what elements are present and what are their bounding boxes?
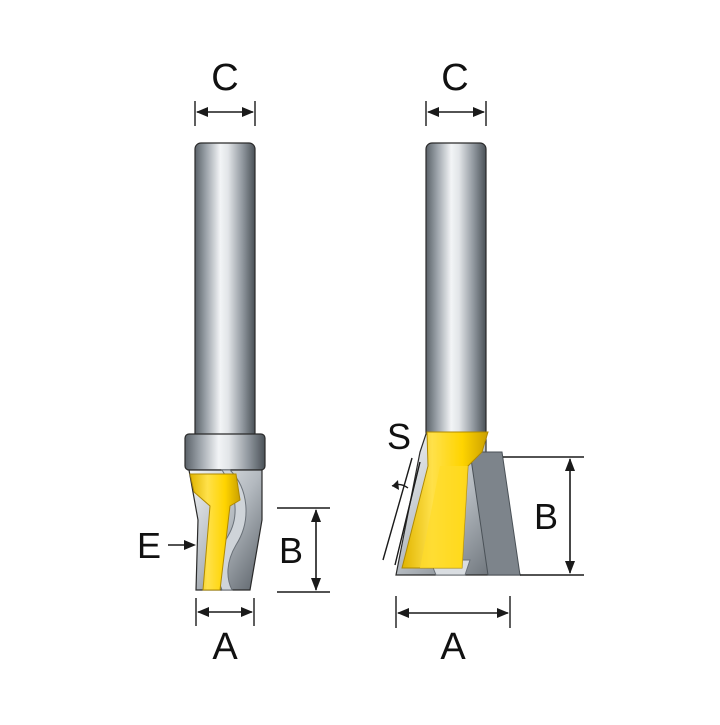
right-a-label: A <box>440 626 466 668</box>
left-c-arrow-left <box>196 107 208 117</box>
left-a-arrow-left <box>197 607 209 617</box>
right-cutter-facet <box>420 466 468 568</box>
right-shank <box>425 142 487 439</box>
right-b-label: B <box>534 496 558 537</box>
right-s-label: S <box>387 416 411 457</box>
right-c-arrow-left <box>427 107 439 117</box>
right-s-angle-line-1 <box>382 457 413 561</box>
left-c-arrow-right <box>242 107 254 117</box>
right-s-angle-line-2 <box>394 461 421 566</box>
left-e-label: E <box>137 525 161 566</box>
left-b-label: B <box>279 530 303 571</box>
left-a-arrow-right <box>241 607 253 617</box>
right-a-arrow-left <box>397 608 409 618</box>
left-a-label: A <box>212 626 238 668</box>
right-b-arrow-bottom <box>565 561 575 574</box>
left-collar <box>184 433 266 471</box>
left-e-arrow <box>184 540 196 550</box>
right-b-arrow-top <box>565 458 575 471</box>
left-shank <box>194 142 256 441</box>
left-c-label: C <box>211 57 238 99</box>
right-s-arrow <box>392 480 399 490</box>
right-c-arrow-right <box>473 107 485 117</box>
right-a-arrow-right <box>497 608 509 618</box>
right-router-bit: C S B A <box>382 57 584 668</box>
right-c-label: C <box>441 57 468 99</box>
left-b-arrow-top <box>311 509 321 522</box>
left-router-bit: C E B A <box>137 57 330 668</box>
left-b-arrow-bottom <box>311 578 321 591</box>
left-carbide-cutter <box>189 473 241 591</box>
